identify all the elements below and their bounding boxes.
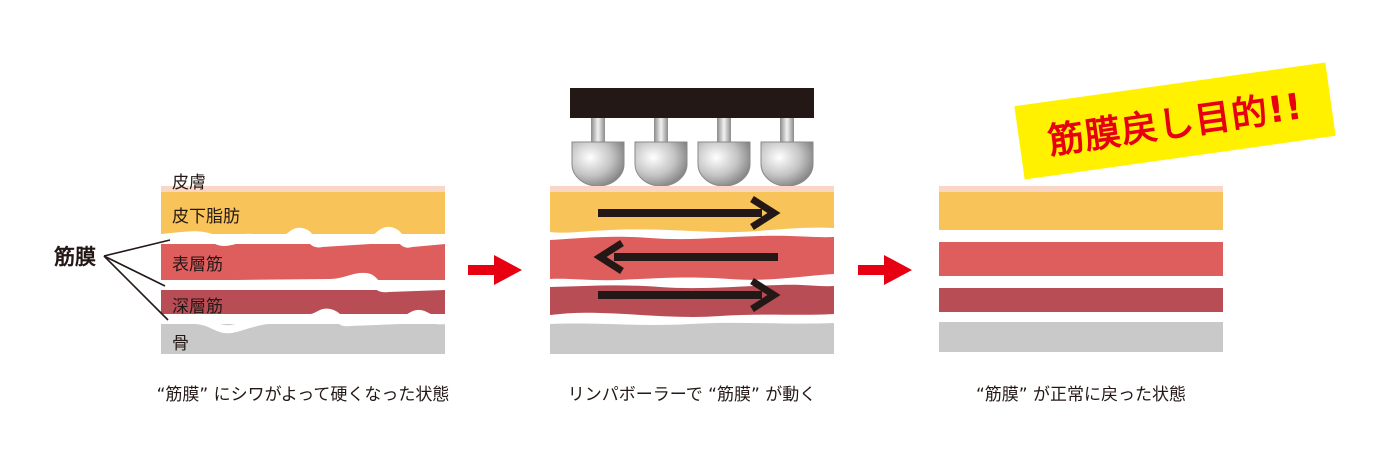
caption-before: “筋膜” にシワがよって硬くなった状態 xyxy=(156,385,450,405)
bone-layer xyxy=(161,324,445,354)
superficial-muscle-layer xyxy=(939,242,1223,276)
bone-layer xyxy=(939,322,1223,352)
process-arrow-1 xyxy=(468,255,522,285)
skin-layer xyxy=(939,186,1223,192)
panel-after xyxy=(939,186,1223,352)
roller-ball-icon xyxy=(760,118,814,187)
motion-arrow-left xyxy=(593,240,778,274)
lymph-roller-bar xyxy=(570,88,814,118)
label-subcutaneous-fat: 皮下脂肪 xyxy=(172,207,240,227)
bone-layer xyxy=(550,322,834,354)
label-fascia: 筋膜 xyxy=(54,245,96,269)
panel-before xyxy=(157,186,449,354)
roller-ball-icon xyxy=(697,118,751,187)
fat-layer xyxy=(939,192,1223,230)
skin-layer xyxy=(161,186,445,192)
label-deep-muscle: 深層筋 xyxy=(172,297,223,317)
fascia-wrinkle-3 xyxy=(157,308,449,334)
fascia-wrinkle-2 xyxy=(157,272,449,293)
skin-layer xyxy=(550,186,834,192)
caption-during: リンパボーラーで “筋膜” が動く xyxy=(567,385,817,405)
deep-muscle-layer xyxy=(550,284,834,317)
motion-arrow-right-2 xyxy=(598,278,781,312)
motion-arrow-right-1 xyxy=(598,196,781,230)
roller-ball-icon xyxy=(634,118,688,187)
label-skin: 皮膚 xyxy=(172,173,206,193)
label-superficial-muscle: 表層筋 xyxy=(172,255,223,275)
roller-ball-icon xyxy=(571,118,625,187)
panel-during xyxy=(550,88,834,354)
fascia-wrinkle-1 xyxy=(157,226,449,248)
deep-muscle-layer xyxy=(161,290,445,314)
fat-layer xyxy=(161,192,445,234)
fascia-pointer-lines xyxy=(103,239,171,321)
caption-after: “筋膜” が正常に戻った状態 xyxy=(975,385,1187,405)
superficial-muscle-layer xyxy=(161,244,445,280)
deep-muscle-layer xyxy=(939,288,1223,312)
process-arrow-2 xyxy=(858,255,912,285)
label-bone: 骨 xyxy=(172,334,189,354)
